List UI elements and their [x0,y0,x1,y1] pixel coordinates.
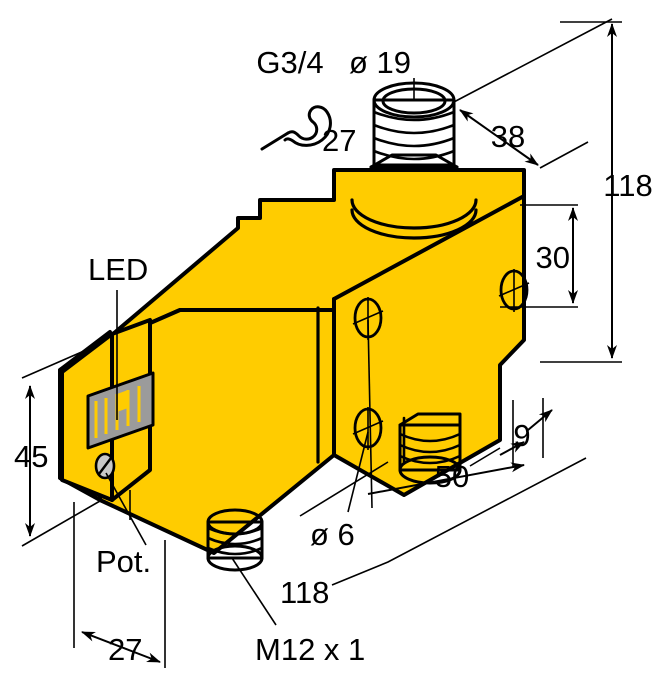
label-m12: M12 x 1 [231,557,365,667]
dim-38: 38 [451,18,613,169]
housing-right-chamfer [498,338,526,442]
rear-port-thread-turns [398,432,462,465]
pot-screw-slot [98,457,112,475]
dim-9: 9 [499,398,553,468]
thread-turns [372,110,456,161]
sensor-housing-body [58,168,526,555]
label-g34-text: G3/4 [256,45,323,80]
dim-30-value: 30 [536,240,570,275]
pot-leader [105,472,147,546]
collar-base-arc [350,208,478,240]
label-pot: Pot. [96,472,151,579]
dim-50-ext-left [299,461,389,517]
dim-30: 30 [500,204,578,308]
dim-50-ext-right [469,447,501,467]
dim-38-ext-bottom [539,141,589,169]
dim-27-line [81,631,161,663]
m12-bottom-face [206,544,264,572]
wrench-size-annotation: 27 [260,105,356,158]
dim-45-ext-bottom [21,500,101,547]
m12-connector-bottom [206,508,264,572]
label-g34: G3/4 [256,45,323,80]
led-strip-notch [117,390,128,412]
housing-right-bottom-edge [402,438,502,497]
housing-front-bottom-edge [212,453,336,555]
dim-27-value: 27 [108,632,142,667]
dim-27-depth: 27 [73,490,166,668]
dim-diameter-19: ø 19 [349,45,415,100]
housing-top-right-crease [332,194,526,301]
dim-38-line [459,109,539,166]
wrench-icon [260,105,332,151]
dim-50-line [367,462,525,495]
dim-45-ext-top [21,343,101,379]
dim-19-value: ø 19 [349,45,411,80]
thread-barrel [372,98,456,167]
dim-118-length: 118 [280,457,587,610]
dim-38-ext-top [451,18,613,104]
dim-118-length-leader [331,457,587,586]
m12-thread-turns [206,526,264,556]
m12-leader [231,557,277,626]
dim-118-overall: 118 [540,21,653,363]
dim-9-value: 9 [513,418,530,453]
potentiometer-screw [94,452,116,480]
label-hole-diameter: ø 6 [310,319,373,552]
dim-50-value: 50 [435,459,469,494]
label-hole-dia-text: ø 6 [310,517,355,552]
dim-118-length-value: 118 [280,575,329,610]
dim-9-arrow-top [527,409,553,431]
wrench-size-value: 27 [322,123,356,158]
dim-50: 50 [299,447,525,517]
hole-dia-leader-2 [367,319,373,509]
label-led-text: LED [88,252,148,287]
label-led: LED [88,252,148,420]
housing-top-step [236,198,262,230]
dim-38-value: 38 [491,119,525,154]
dim-45: 45 [14,343,101,547]
hole-dia-leader-1 [347,431,369,513]
dim-118-value: 118 [603,168,652,203]
collar-base-arc-2 [350,198,478,230]
rear-process-port [398,412,462,485]
label-m12-text: M12 x 1 [255,632,365,667]
dim-9-arrow-bottom [499,441,525,456]
rear-port-flat [398,412,462,427]
label-pot-text: Pot. [96,544,151,579]
dim-45-value: 45 [14,439,48,474]
